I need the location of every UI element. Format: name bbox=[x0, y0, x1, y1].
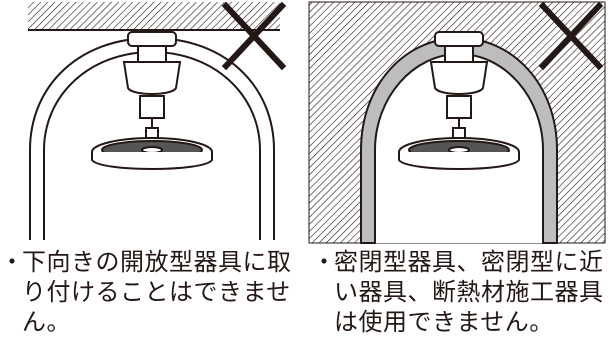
sealed-cover bbox=[360, 36, 558, 244]
bullet-mark: ・ bbox=[312, 248, 336, 276]
sealed-fixture-illustration bbox=[308, 1, 606, 244]
warning-caption-open-fixture: ・ 下向きの開放型器具に取り付けることはできません。 bbox=[0, 247, 300, 337]
bullet-mark: ・ bbox=[0, 248, 24, 276]
open-fixture-illustration bbox=[28, 1, 287, 240]
sealed-fixture-panel bbox=[307, 0, 612, 245]
prohibited-x-icon bbox=[538, 1, 604, 71]
warning-text: 下向きの開放型器具に取り付けることはできません。 bbox=[22, 248, 292, 336]
open-fixture-panel bbox=[0, 0, 305, 245]
ceiling-socket bbox=[122, 31, 182, 139]
prohibited-x-icon bbox=[221, 1, 287, 71]
warning-caption-sealed-fixture: ・ 密閉型器具、密閉型に近い器具、断熱材施工器具は使用できません。 bbox=[312, 247, 612, 337]
disc-device bbox=[398, 137, 520, 170]
ceiling-socket bbox=[429, 31, 489, 139]
warning-text: 密閉型器具、密閉型に近い器具、断熱材施工器具は使用できません。 bbox=[334, 248, 604, 336]
disc-device bbox=[91, 137, 213, 170]
